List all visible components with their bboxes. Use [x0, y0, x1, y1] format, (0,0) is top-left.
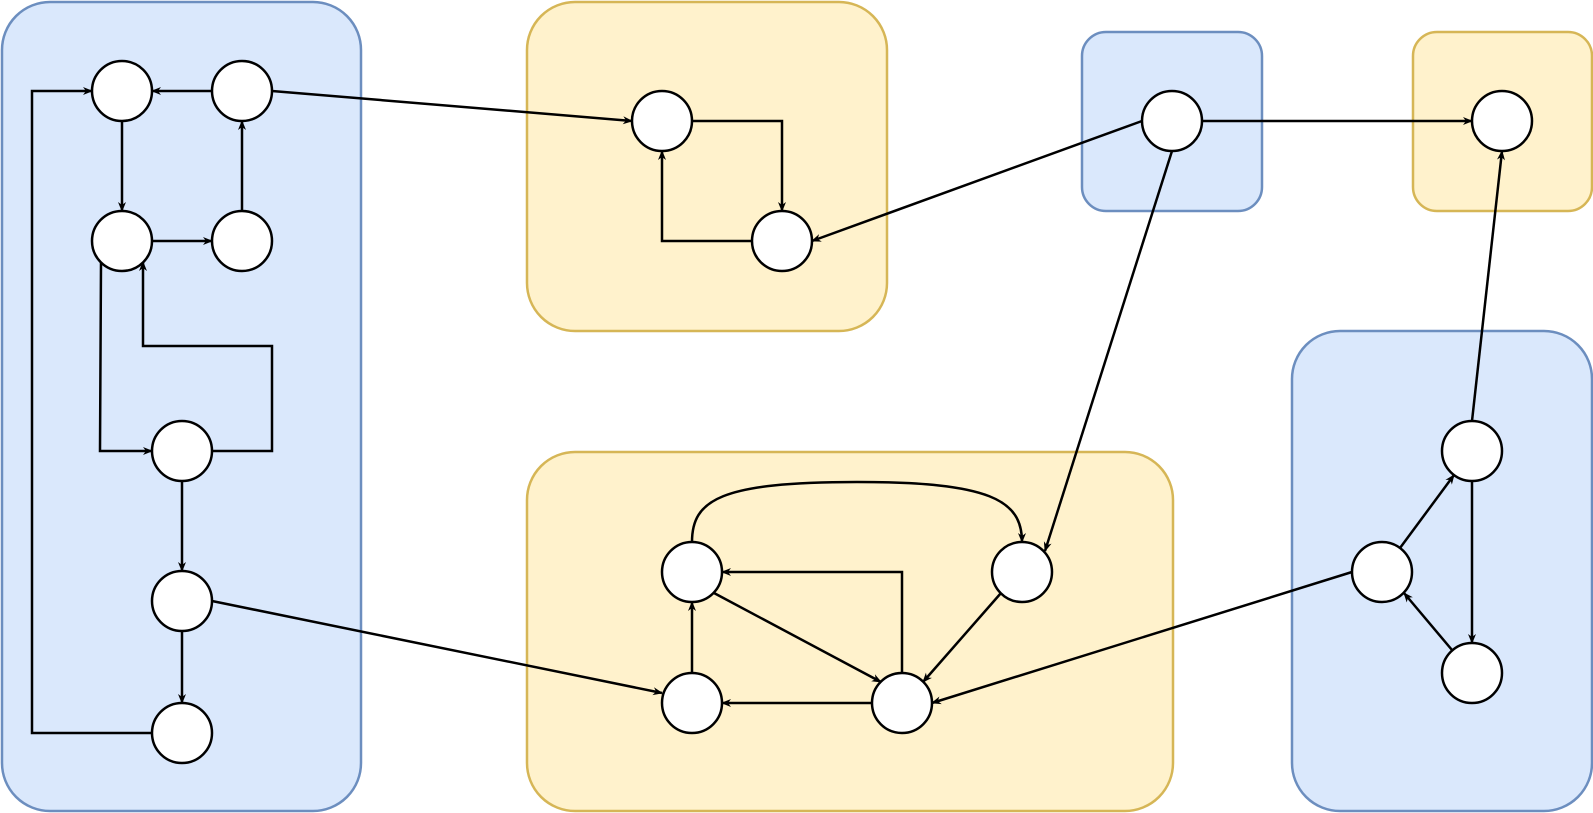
graph-node-b2 [750, 209, 814, 273]
edge-arrow-a3-to-a5 [98, 261, 153, 455]
edge-arrow-b1-to-b2 [692, 119, 786, 212]
edge-arrow-a2-to-b1 [271, 89, 633, 125]
group-container-g2 [525, 0, 889, 333]
edge-arrow-c1-to-e2 [1043, 150, 1174, 552]
edge-arrow-f1-to-f2 [1398, 474, 1456, 549]
graph-node-e2 [990, 540, 1054, 604]
graph-node-a2 [210, 59, 274, 123]
edge-arrow-f3-to-f1 [1403, 592, 1453, 651]
node-layer [90, 59, 1534, 765]
graph-node-d1 [1470, 89, 1534, 153]
edge-arrow-b2-to-b1 [658, 150, 752, 243]
graph-node-a4 [210, 209, 274, 273]
graph-node-c1 [1140, 89, 1204, 153]
edge-arrow-e2-to-e4 [922, 592, 1002, 683]
graph-node-b1 [630, 89, 694, 153]
group-container-g5 [525, 450, 1175, 813]
edge-arrow-e1-to-e2 [690, 480, 1026, 543]
graph-node-e4 [870, 671, 934, 735]
edge-arrow-f1-to-e4 [931, 570, 1353, 705]
graph-node-a3 [90, 209, 154, 273]
graph-node-f1 [1350, 540, 1414, 604]
edge-arrow-f2-to-d1 [1470, 150, 1505, 422]
edge-arrow-e4-to-e1 [721, 568, 904, 673]
edge-arrow-a5-to-a3 [139, 261, 274, 453]
edge-arrow-a7-to-a1 [30, 87, 152, 735]
edge-arrow-c1-to-b2 [811, 119, 1143, 243]
edge-arrow-a6-to-e3 [211, 599, 663, 696]
graph-node-e3 [660, 671, 724, 735]
graph-node-a1 [90, 59, 154, 123]
graph-node-f2 [1440, 419, 1504, 483]
graph-node-e1 [660, 540, 724, 604]
graph-node-a6 [150, 569, 214, 633]
edge-layer [30, 87, 1505, 735]
graph-node-f3 [1440, 641, 1504, 705]
edge-arrow-e1-to-e4 [713, 591, 882, 684]
graph-node-a7 [150, 701, 214, 765]
group-container-g1 [0, 0, 363, 813]
graph-node-a5 [150, 419, 214, 483]
group-container-g6 [1290, 329, 1593, 813]
